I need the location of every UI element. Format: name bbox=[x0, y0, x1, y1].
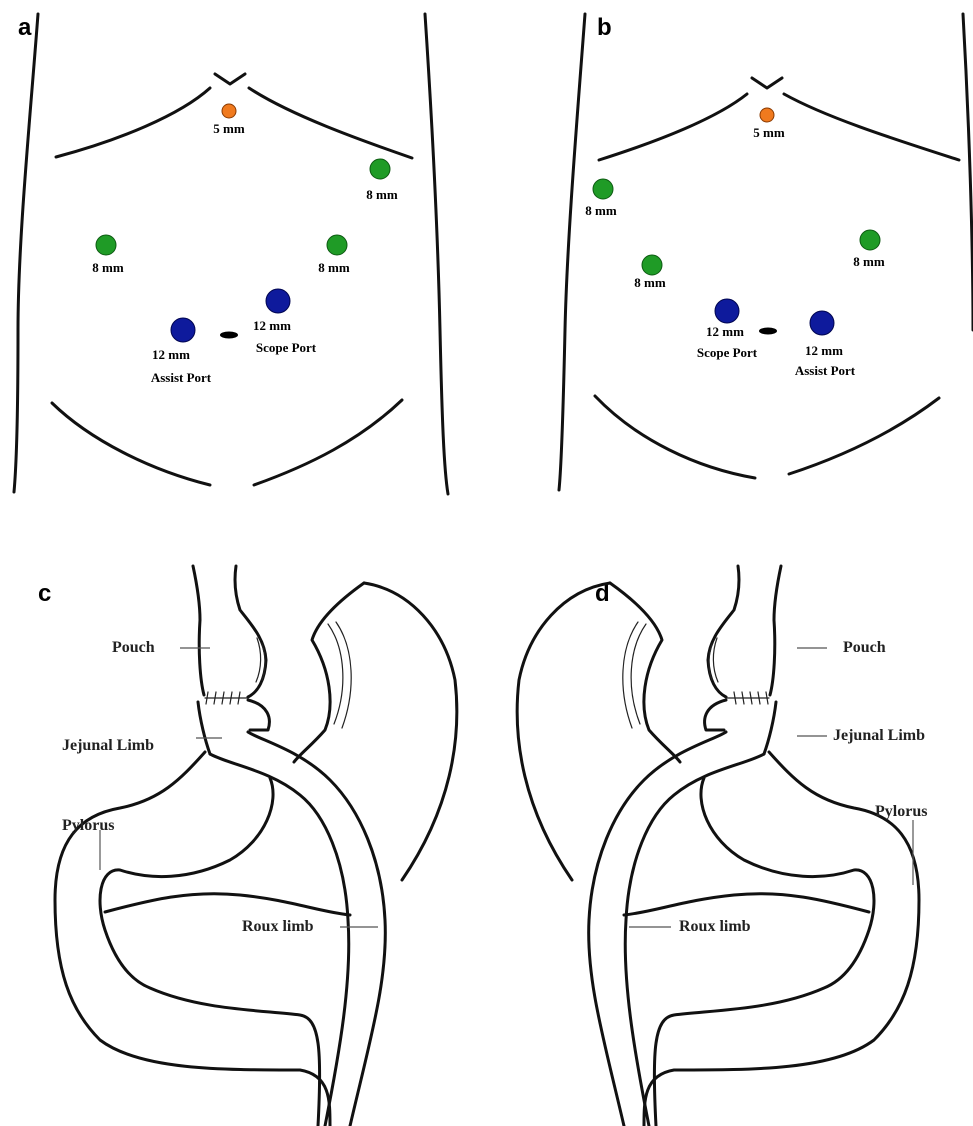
port-8mm-left-label: 8 mm bbox=[92, 260, 124, 275]
torso-left-outline bbox=[14, 14, 38, 492]
port-5mm-label: 5 mm bbox=[213, 121, 245, 136]
port-8mm-mid-dot bbox=[327, 235, 347, 255]
port-12mm-assist-dot bbox=[810, 311, 834, 335]
panel-d-anatomy: d bbox=[487, 540, 973, 1126]
anatomy-diagram-d: Pouch Jejunal Limb Pylorus Roux limb bbox=[487, 540, 973, 1126]
left-inguinal-line bbox=[52, 403, 210, 485]
pouch-label: Pouch bbox=[843, 639, 886, 656]
port-5mm-label: 5 mm bbox=[753, 125, 785, 140]
port-12mm-scope-label: 12 mm bbox=[253, 318, 291, 333]
scope-marker bbox=[759, 328, 777, 335]
roux-limb-label: Roux limb bbox=[242, 918, 314, 935]
torso-diagram-a: 5 mm 8 mm 8 mm 8 mm 12 mm Scope Port 12 … bbox=[0, 0, 487, 540]
jejunal-limb bbox=[198, 700, 385, 1126]
jejunal-limb-label: Jejunal Limb bbox=[62, 737, 154, 754]
right-costal-margin bbox=[784, 94, 959, 160]
port-8mm-left-label: 8 mm bbox=[585, 203, 617, 218]
scope-marker bbox=[220, 332, 238, 339]
pylorus-label: Pylorus bbox=[875, 803, 927, 820]
port-8mm-left-dot bbox=[96, 235, 116, 255]
panel-c-anatomy: c Pouch Jejunal Limb bbox=[0, 540, 487, 1126]
torso-diagram-b: 5 mm 8 mm 8 mm 8 mm 12 mm Scope Port 12 … bbox=[487, 0, 973, 540]
scope-port-label: Scope Port bbox=[256, 340, 317, 355]
torso-right-outline bbox=[963, 14, 973, 330]
port-8mm-mid-label: 8 mm bbox=[318, 260, 350, 275]
roux-limb-label: Roux limb bbox=[679, 918, 751, 935]
pouch-and-esophagus bbox=[193, 566, 266, 704]
anatomy-diagram-c: Pouch Jejunal Limb Pylorus Roux limb bbox=[0, 540, 487, 1126]
port-12mm-assist-label: 12 mm bbox=[805, 343, 843, 358]
right-costal-margin bbox=[249, 88, 412, 158]
port-5mm-dot bbox=[222, 104, 236, 118]
port-12mm-scope-dot bbox=[266, 289, 290, 313]
assist-port-label: Assist Port bbox=[151, 370, 212, 385]
sternal-notch bbox=[215, 74, 245, 84]
scope-port-label: Scope Port bbox=[697, 345, 758, 360]
port-8mm-right-dot bbox=[860, 230, 880, 250]
port-8mm-left-dot bbox=[593, 179, 613, 199]
port-12mm-assist-label: 12 mm bbox=[152, 347, 190, 362]
remnant-stomach bbox=[294, 583, 457, 880]
port-5mm-dot bbox=[760, 108, 774, 122]
port-12mm-scope-label: 12 mm bbox=[706, 324, 744, 339]
port-12mm-scope-dot bbox=[715, 299, 739, 323]
port-8mm-right-label: 8 mm bbox=[853, 254, 885, 269]
duodenum-and-pylorus bbox=[55, 752, 350, 1126]
port-12mm-assist-dot bbox=[171, 318, 195, 342]
port-8mm-right-dot bbox=[370, 159, 390, 179]
panel-a-port-placement: a 5 mm 8 mm 8 mm 8 mm 12 mm Scope Port 1… bbox=[0, 0, 487, 540]
pouch-and-esophagus bbox=[708, 566, 781, 704]
port-8mm-right-label: 8 mm bbox=[366, 187, 398, 202]
right-inguinal-line bbox=[254, 400, 402, 485]
panel-b-port-placement: b 5 mm 8 mm 8 mm 8 mm 12 mm Scope Port 1… bbox=[487, 0, 973, 540]
left-costal-margin bbox=[599, 94, 747, 160]
remnant-stomach bbox=[517, 583, 680, 880]
jejunal-limb-label: Jejunal Limb bbox=[833, 727, 925, 744]
port-8mm-mid-dot bbox=[642, 255, 662, 275]
jejunal-limb bbox=[589, 700, 776, 1126]
right-inguinal-line bbox=[789, 398, 939, 474]
torso-left-outline bbox=[559, 14, 585, 490]
assist-port-label: Assist Port bbox=[795, 363, 856, 378]
sternal-notch bbox=[752, 78, 782, 88]
torso-right-outline bbox=[425, 14, 448, 494]
port-8mm-mid-label: 8 mm bbox=[634, 275, 666, 290]
pouch-label: Pouch bbox=[112, 639, 155, 656]
pylorus-label: Pylorus bbox=[62, 817, 114, 834]
left-costal-margin bbox=[56, 88, 210, 157]
left-inguinal-line bbox=[595, 396, 755, 478]
